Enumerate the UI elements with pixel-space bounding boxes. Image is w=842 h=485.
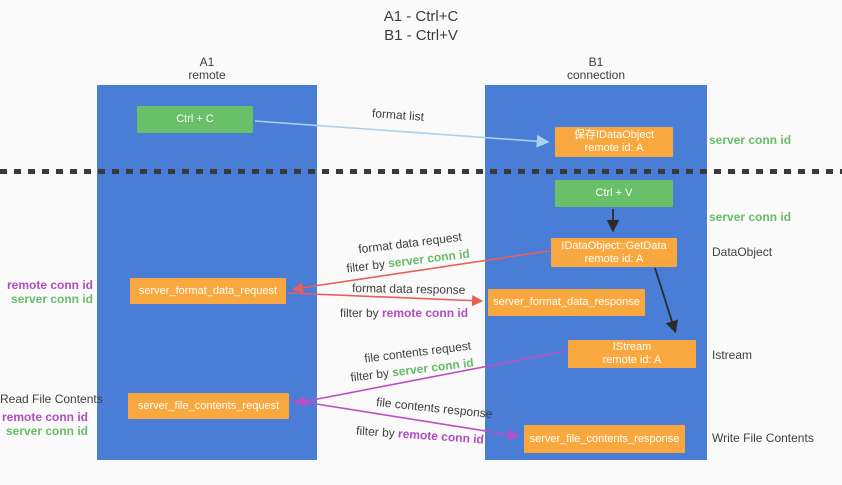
node-server-file-contents-response-label: server_file_contents_response	[529, 432, 680, 445]
format-data-response-label: format data response	[351, 281, 466, 297]
node-server-file-contents-request: server_file_contents_request	[128, 393, 289, 419]
left-remote-conn-id-2: remote conn id	[1, 410, 88, 424]
left-remote-conn-id-1: remote conn id	[6, 278, 93, 292]
node-idataobject-getdata-line1: IDataObject::GetData	[561, 239, 667, 252]
node-istream-line2: remote id: A	[602, 354, 662, 366]
dataobject-label: DataObject	[712, 245, 773, 259]
node-server-format-data-request-label: server_format_data_request	[138, 284, 278, 297]
node-istream: IStream remote id: A	[568, 340, 696, 368]
diagram-title: A1 - Ctrl+C B1 - Ctrl+V	[0, 7, 842, 45]
node-istream-line1: IStream	[612, 341, 652, 353]
node-save-idataobject-line1: 保存IDataObject	[573, 129, 655, 141]
format-data-response-arrow	[287, 292, 484, 307]
right-server-conn-id-1: server conn id	[709, 133, 792, 147]
filter-by-text: filter by	[355, 423, 399, 441]
format-data-response-filter-label: filter by remote conn id	[340, 306, 468, 320]
node-idataobject-getdata-line2: remote id: A	[584, 252, 644, 265]
filter-by-text: filter by	[340, 306, 383, 320]
node-server-format-data-response: server_format_data_response	[488, 289, 645, 316]
node-server-file-contents-response: server_file_contents_response	[524, 425, 685, 453]
node-ctrl-c-label: Ctrl + C	[176, 113, 214, 125]
node-server-format-data-response-label: server_format_data_response	[493, 296, 640, 308]
node-save-idataobject-line2: remote id: A	[584, 142, 644, 154]
right-column-role: connection	[566, 68, 626, 82]
istream-label: Istream	[712, 348, 753, 362]
node-ctrl-v: Ctrl + V	[555, 180, 673, 207]
node-server-format-data-request: server_format_data_request	[130, 278, 286, 304]
node-save-idataobject: 保存IDataObject remote id: A	[555, 127, 673, 157]
format-list-arrow	[254, 120, 550, 148]
right-server-conn-id-2: server conn id	[709, 210, 792, 224]
format-data-request-arrow	[291, 250, 550, 294]
left-column-role: remote	[188, 68, 226, 82]
node-ctrl-c: Ctrl + C	[137, 106, 253, 133]
getdata-to-istream-arrow	[654, 267, 678, 334]
read-file-contents-label: Read File Contents	[0, 392, 103, 406]
node-ctrl-v-label: Ctrl + V	[595, 187, 633, 199]
node-idataobject-getdata: IDataObject::GetData remote id: A	[551, 238, 677, 267]
node-server-file-contents-request-label: server_file_contents_request	[137, 399, 280, 412]
right-column-header: B1 connection	[485, 56, 707, 82]
left-column-header: A1 remote	[97, 56, 317, 82]
file-contents-request-arrow	[294, 350, 567, 407]
title-line-2: B1 - Ctrl+V	[384, 27, 458, 44]
remote-conn-id-text: remote conn id	[382, 306, 469, 320]
left-column-name: A1	[199, 55, 215, 69]
left-server-conn-id-2: server conn id	[5, 424, 88, 438]
write-file-contents-label: Write File Contents	[712, 431, 814, 445]
file-contents-response-arrow	[290, 399, 520, 441]
title-line-1: A1 - Ctrl+C	[383, 8, 459, 25]
right-column-name: B1	[588, 55, 604, 69]
left-server-conn-id-1: server conn id	[10, 292, 93, 306]
dotted-separator-line	[0, 169, 842, 174]
